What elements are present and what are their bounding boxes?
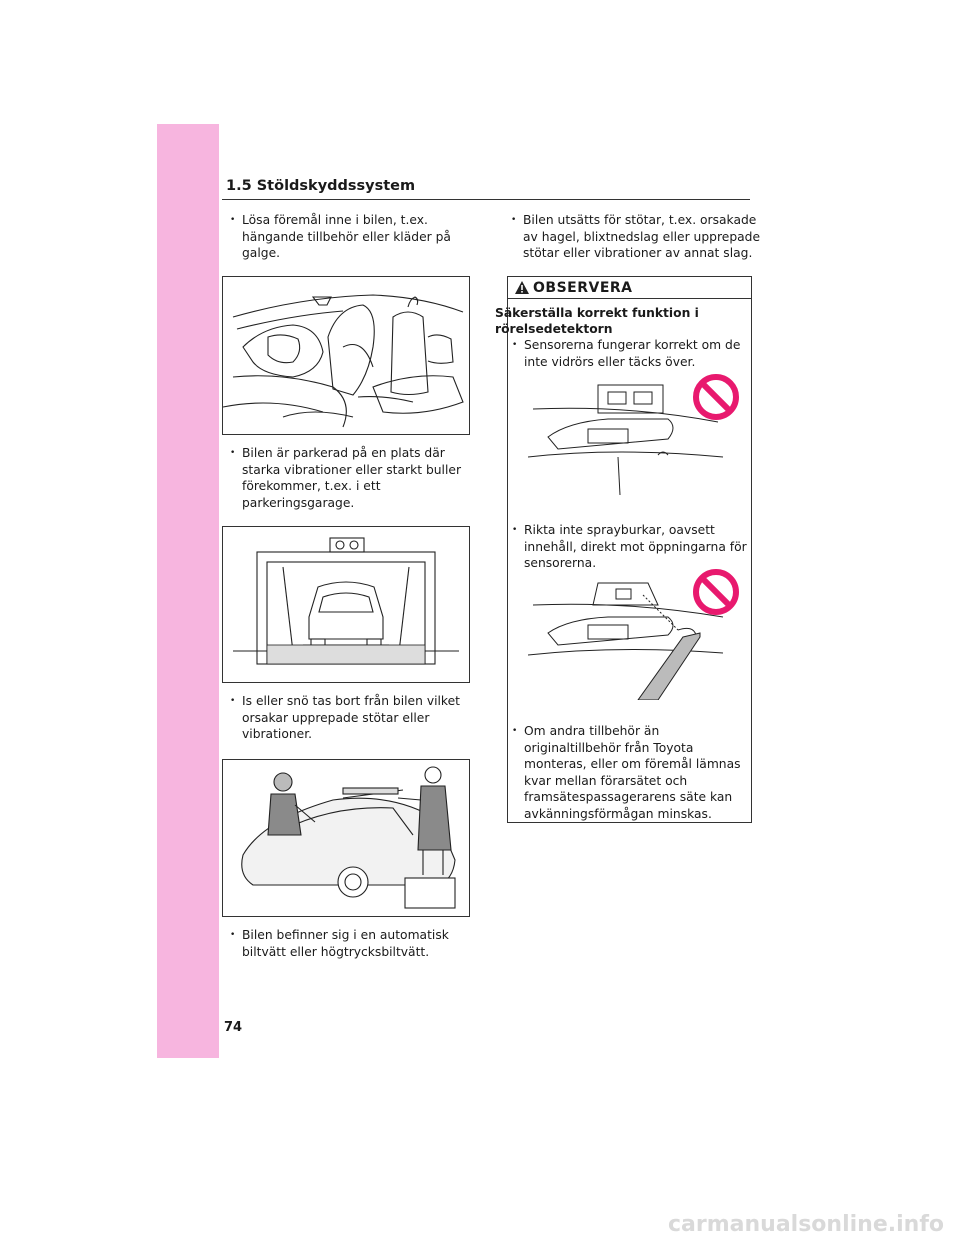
section-header: 1.5 Stöldskyddssystem (226, 178, 416, 194)
car-interior-illustration (223, 294, 464, 428)
figure-spray-sensor (527, 569, 739, 701)
spray-sensor-illustration (527, 582, 724, 701)
figure-sensor-overhead (527, 374, 739, 497)
bullet-parked-vibration: Bilen är parkerad på en plats där starka… (226, 445, 472, 511)
figure-car-interior (222, 276, 470, 435)
chapter-side-tab (157, 124, 219, 1058)
bullet-text: Is eller snö tas bort från bilen vilket … (242, 694, 460, 742)
bullet-text: Bilen utsätts för stötar, t.ex. orsakade… (523, 213, 761, 261)
bullet-text: Bilen befinner sig i en automatisk biltv… (242, 928, 449, 959)
figure-snow-removal (222, 759, 470, 917)
prohibited-icon (693, 569, 739, 615)
notice-box: OBSERVERA Säkerställa korrekt funktion i… (495, 276, 752, 823)
warning-triangle-icon (515, 280, 529, 294)
snow-removal-illustration (241, 766, 456, 909)
notice-bullet-spray: Rikta inte sprayburkar, oavsett innehåll… (508, 522, 749, 572)
notice-heading: OBSERVERA (533, 279, 633, 296)
sensor-overhead-illustration (527, 384, 724, 496)
garage-lift-illustration (233, 537, 459, 665)
bullet-text: Lösa föremål inne i bilen, t.ex. hängand… (242, 213, 451, 261)
notice-subtitle: Säkerställa korrekt funktion i rörelsede… (495, 306, 699, 336)
bullet-text: Bilen är parkerad på en plats där starka… (242, 446, 461, 510)
bullet-impacts: Bilen utsätts för stötar, t.ex. orsakade… (507, 212, 766, 262)
bullet-ice-snow: Is eller snö tas bort från bilen vilket … (226, 693, 472, 743)
page-number: 74 (224, 1020, 243, 1035)
bullet-car-wash: Bilen befinner sig i en automatisk biltv… (226, 927, 472, 960)
notice-bullet-text: Rikta inte sprayburkar, oavsett innehåll… (524, 523, 747, 571)
notice-bullet-text: Om andra tillbehör än originaltillbehör … (524, 724, 741, 821)
notice-bullet-text: Sensorerna fungerar korrekt om de inte v… (524, 338, 741, 369)
header-rule (222, 199, 750, 200)
notice-bullet-sensors: Sensorerna fungerar korrekt om de inte v… (508, 337, 749, 370)
notice-header: OBSERVERA (508, 277, 751, 299)
notice-bullet-accessories: Om andra tillbehör än originaltillbehör … (508, 723, 749, 822)
bullet-loose-objects: Lösa föremål inne i bilen, t.ex. hängand… (226, 212, 472, 262)
prohibited-icon (693, 374, 739, 420)
figure-garage-lift (222, 526, 470, 683)
watermark: carmanualsonline.info (668, 1212, 944, 1237)
